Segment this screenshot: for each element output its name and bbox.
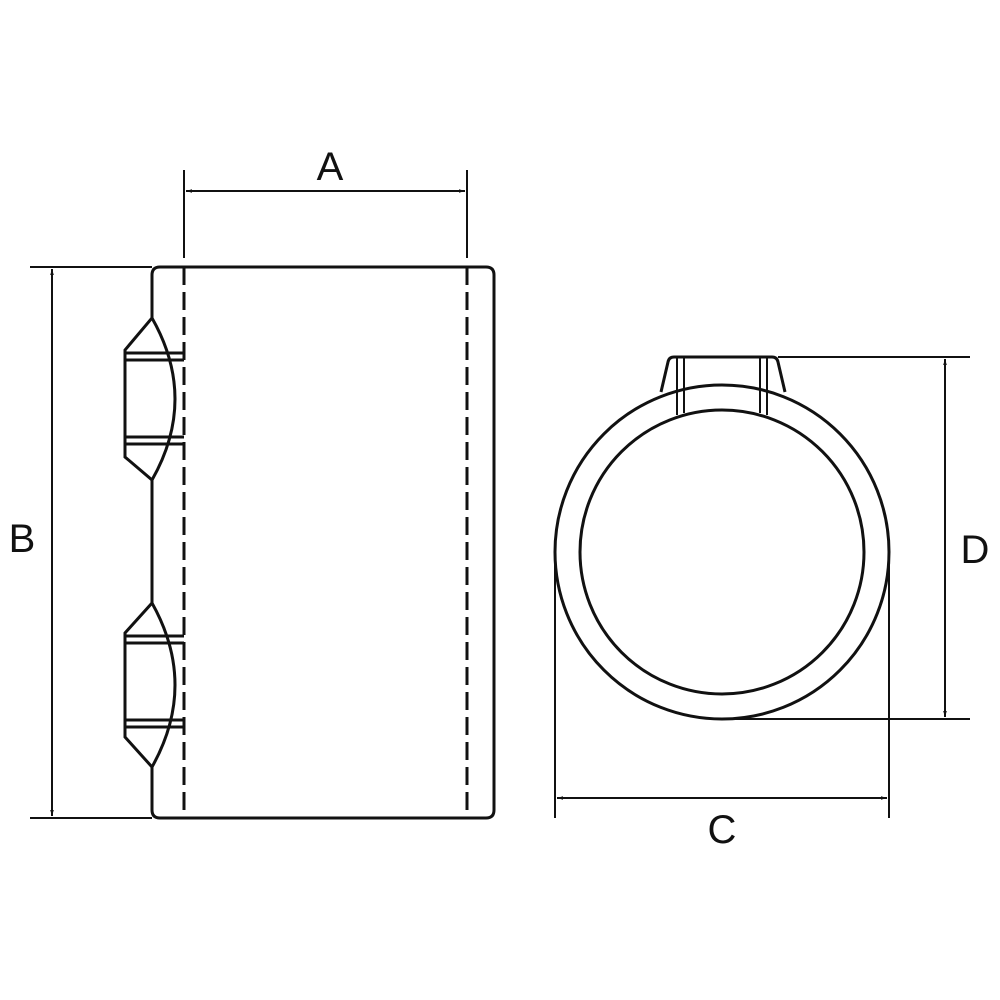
bolt-lines <box>125 351 184 729</box>
dimension-a: A <box>183 145 468 258</box>
label-c: C <box>708 808 737 852</box>
dimension-d: D <box>722 356 990 720</box>
end-view <box>553 355 891 721</box>
label-a: A <box>317 145 344 189</box>
label-b: B <box>9 517 36 561</box>
label-d: D <box>961 528 990 572</box>
dimension-c: C <box>554 560 890 852</box>
dimension-b: B <box>9 266 152 819</box>
side-view <box>123 265 496 820</box>
